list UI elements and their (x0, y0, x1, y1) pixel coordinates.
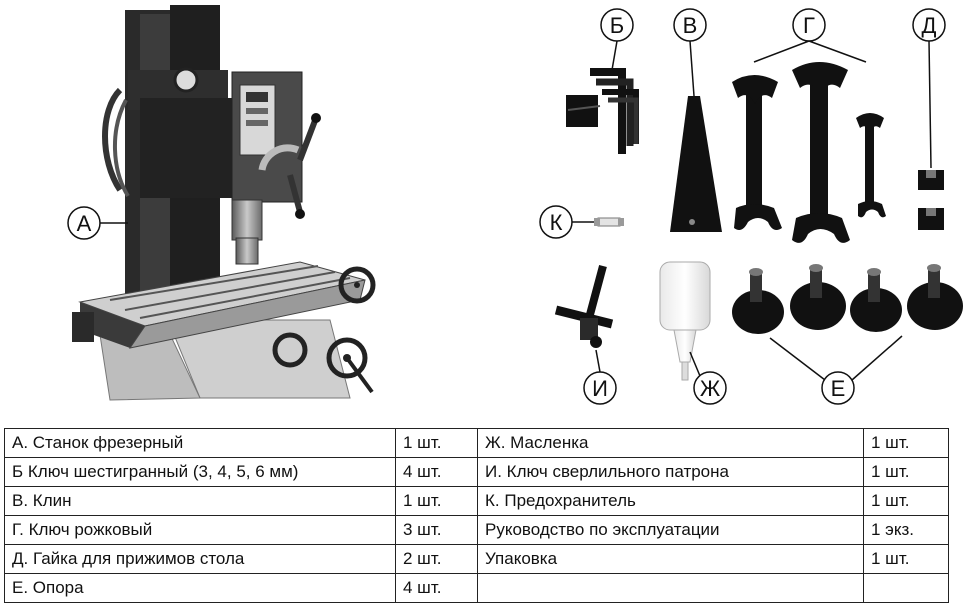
item-name: Г. Ключ рожковый (4, 515, 396, 545)
item-name: Б Ключ шестигранный (3, 4, 5, 6 мм) (4, 457, 396, 487)
item-name: Упаковка (477, 544, 864, 574)
item-quantity: 1 экз. (863, 515, 949, 545)
empty-cell (863, 573, 949, 603)
callout-k: К (539, 205, 594, 239)
item-quantity: 3 шт. (395, 515, 478, 545)
item-name: К. Предохранитель (477, 486, 864, 516)
callout-e: Е (769, 335, 903, 405)
table-row: Б Ключ шестигранный (3, 4, 5, 6 мм) 4 шт… (4, 457, 949, 487)
svg-text:А: А (77, 211, 92, 236)
open-end-wrench-icon (732, 62, 886, 243)
leveling-foot-icon (732, 264, 963, 334)
callout-b: Б (600, 8, 634, 71)
item-name: Е. Опора (4, 573, 396, 603)
oil-can-icon (659, 261, 711, 381)
svg-text:К: К (550, 210, 563, 235)
item-name: Руководство по эксплуатации (477, 515, 864, 545)
table-row: В. Клин 1 шт. К. Предохранитель 1 шт. (4, 486, 949, 516)
svg-text:Ж: Ж (700, 376, 721, 401)
callout-g: Г (753, 8, 867, 63)
table-row: Е. Опора 4 шт. (4, 573, 949, 603)
item-name: А. Станок фрезерный (4, 428, 396, 458)
hex-key-set-icon (566, 68, 639, 154)
item-quantity: 1 шт. (395, 428, 478, 458)
callout-zh: Ж (689, 351, 727, 405)
components-figure: А Б В (67, 5, 963, 405)
item-quantity: 2 шт. (395, 544, 478, 574)
svg-text:Б: Б (610, 13, 624, 38)
svg-text:Е: Е (831, 376, 846, 401)
item-quantity: 1 шт. (863, 544, 949, 574)
milling-machine-icon (72, 5, 376, 401)
item-quantity: 1 шт. (863, 428, 949, 458)
table-row: Г. Ключ рожковый 3 шт. Руководство по эк… (4, 515, 949, 545)
table-clamp-nut-icon (918, 170, 944, 230)
fuse-icon (594, 217, 624, 227)
table-row: Д. Гайка для прижимов стола 2 шт. Упаков… (4, 544, 949, 574)
wedge-icon (670, 96, 722, 232)
callout-v: В (673, 8, 707, 97)
svg-text:И: И (592, 376, 608, 401)
item-quantity: 1 шт. (863, 457, 949, 487)
svg-text:Г: Г (803, 13, 815, 38)
table-row: А. Станок фрезерный 1 шт. Ж. Масленка 1 … (4, 428, 949, 458)
item-quantity: 4 шт. (395, 573, 478, 603)
item-name: Ж. Масленка (477, 428, 864, 458)
item-quantity: 4 шт. (395, 457, 478, 487)
item-name: Д. Гайка для прижимов стола (4, 544, 396, 574)
callout-i: И (583, 349, 617, 405)
contents-table: А. Станок фрезерный 1 шт. Ж. Масленка 1 … (4, 428, 949, 603)
svg-text:В: В (683, 13, 698, 38)
item-name: И. Ключ сверлильного патрона (477, 457, 864, 487)
item-quantity: 1 шт. (863, 486, 949, 516)
item-quantity: 1 шт. (395, 486, 478, 516)
svg-text:Д: Д (922, 13, 937, 38)
item-name: В. Клин (4, 486, 396, 516)
callout-d: Д (912, 8, 946, 169)
drill-chuck-key-icon (554, 264, 614, 348)
empty-cell (477, 573, 864, 603)
callout-a: А (67, 206, 128, 240)
